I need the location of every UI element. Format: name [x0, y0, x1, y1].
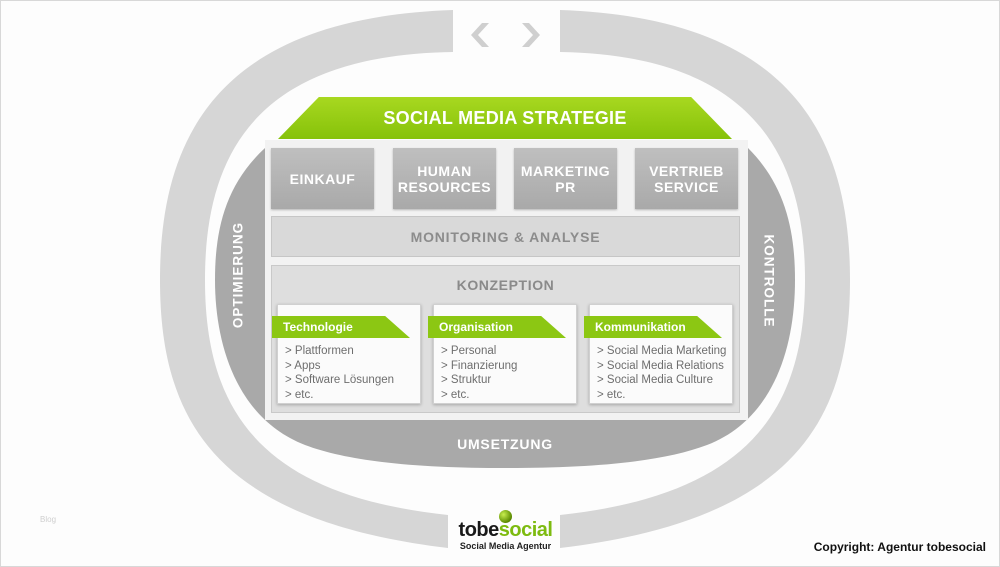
dept-einkauf: EINKAUF: [271, 148, 374, 209]
kontrolle-label: KONTROLLE: [761, 234, 777, 328]
list-item: > Software Lösungen: [285, 374, 395, 386]
optimierung-label: OPTIMIERUNG: [230, 221, 246, 329]
list-item: > Apps: [285, 359, 321, 372]
chevron-right-icon: [522, 23, 540, 47]
logo-word-part2: social: [498, 519, 553, 541]
logo-wordmark: tobesocial: [448, 520, 563, 540]
watermark-text: Blog: [40, 515, 57, 524]
logo-word-part1: tobe: [458, 519, 500, 541]
card-organisation: Organisation > Personal > Finanzierung >…: [428, 304, 577, 404]
ring-right-half: [560, 10, 850, 548]
card-title: Kommunikation: [584, 316, 722, 338]
logo-tagline: Social Media Agentur: [459, 541, 552, 551]
list-item: > Social Media Marketing: [597, 345, 727, 357]
list-item: > Social Media Relations: [597, 359, 724, 372]
card-items: > Plattformen > Apps > Software Lösungen…: [285, 344, 394, 402]
card-items: > Social Media Marketing > Social Media …: [597, 344, 726, 402]
card-items: > Personal > Finanzierung > Struktur > e…: [441, 344, 517, 402]
list-item: > Plattformen: [285, 345, 354, 357]
ring-left-half: [160, 10, 453, 548]
konzeption-title: KONZEPTION: [456, 277, 555, 293]
card-title: Technologie: [272, 316, 410, 338]
umsetzung-label: UMSETZUNG: [457, 436, 553, 452]
dept-human-resources: HUMAN RESOURCES: [393, 148, 496, 209]
tobesocial-logo: tobesocial Social Media Agentur: [448, 504, 563, 556]
list-item: > etc.: [285, 388, 314, 401]
list-item: > etc.: [441, 388, 470, 401]
dept-marketing-pr: MARKETING PR: [514, 148, 617, 209]
social-media-strategy-banner: SOCIAL MEDIA STRATEGIE: [278, 97, 732, 139]
chevron-left-icon: [471, 23, 489, 47]
list-item: > Social Media Culture: [597, 374, 714, 386]
card-technologie: Technologie > Plattformen > Apps > Softw…: [272, 304, 421, 404]
logo-ball-icon: [499, 510, 512, 523]
list-item: > etc.: [597, 388, 626, 401]
list-item: > Struktur: [441, 374, 492, 386]
list-item: > Finanzierung: [441, 359, 518, 372]
copyright-text: Copyright: Agentur tobesocial: [813, 540, 986, 554]
card-kommunikation: Kommunikation > Social Media Marketing >…: [584, 304, 733, 404]
list-item: > Personal: [441, 345, 497, 357]
card-title: Organisation: [428, 316, 566, 338]
dept-vertrieb-service: VERTRIEB SERVICE: [635, 148, 738, 209]
monitoring-analysis-bar: MONITORING & ANALYSE: [271, 216, 740, 257]
